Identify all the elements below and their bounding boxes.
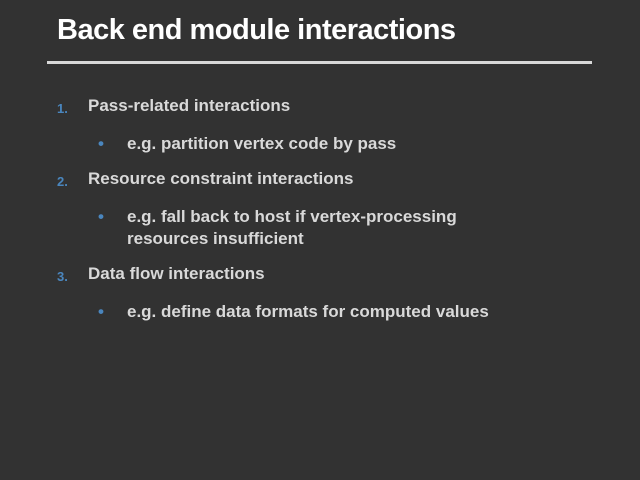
numbered-list: 1. Pass-related interactions • e.g. part… — [57, 95, 604, 336]
numbered-item: 1. Pass-related interactions — [57, 95, 604, 120]
item-number: 2. — [57, 174, 68, 189]
sub-item-text: e.g. define data formats for computed va… — [127, 302, 489, 321]
bullet-icon: • — [98, 134, 104, 153]
sub-item-text: e.g. partition vertex code by pass — [127, 134, 397, 153]
slide-title: Back end module interactions — [57, 14, 456, 46]
item-number: 3. — [57, 269, 68, 284]
bullet-icon: • — [98, 302, 104, 321]
sub-item: • e.g. fall back to host if vertex-proce… — [57, 206, 604, 250]
sub-item: • e.g. define data formats for computed … — [57, 301, 604, 323]
numbered-item: 2. Resource constraint interactions — [57, 168, 604, 193]
item-label: Pass-related interactions — [88, 96, 291, 115]
title-underline — [47, 61, 592, 64]
item-number: 1. — [57, 101, 68, 116]
sub-item-text: e.g. fall back to host if vertex-process… — [127, 207, 457, 248]
numbered-item: 3. Data flow interactions — [57, 263, 604, 288]
item-label: Data flow interactions — [88, 264, 265, 283]
bullet-icon: • — [98, 207, 104, 226]
item-label: Resource constraint interactions — [88, 169, 354, 188]
sub-item: • e.g. partition vertex code by pass — [57, 133, 604, 155]
